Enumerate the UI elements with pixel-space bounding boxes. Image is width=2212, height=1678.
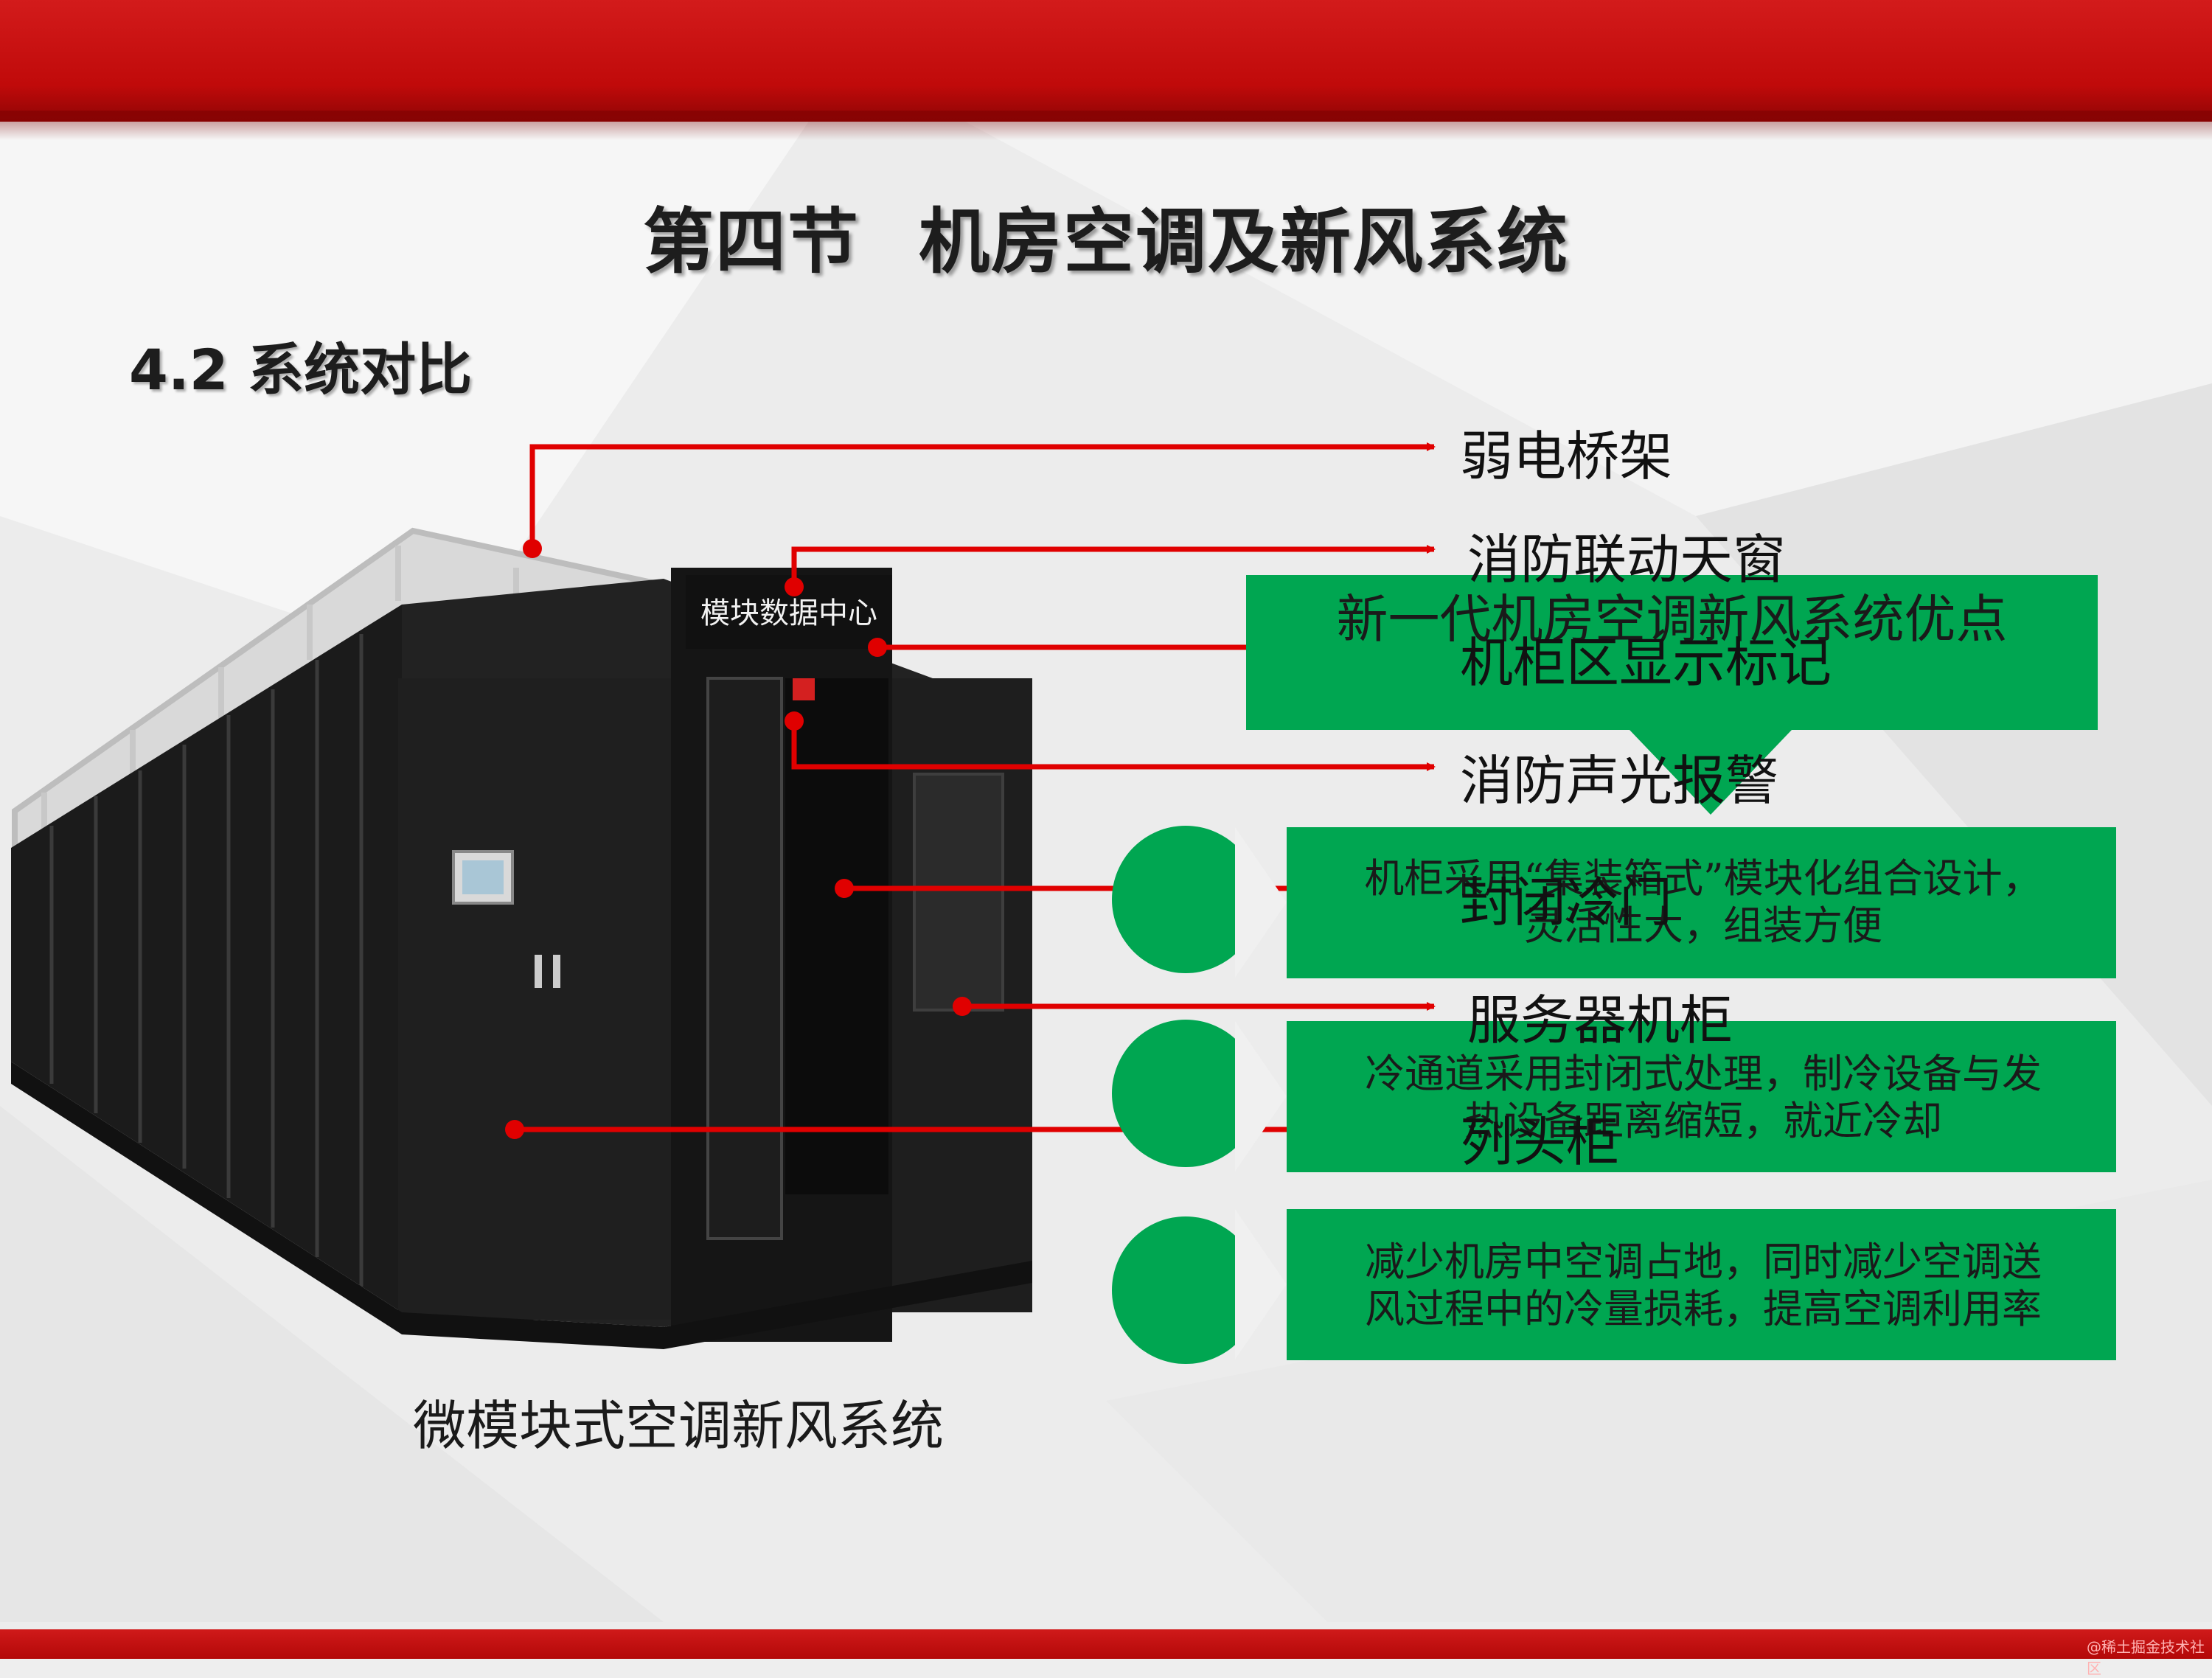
advantage-3-line-1: 减少机房中空调占地，同时减少空调送	[1365, 1239, 2042, 1285]
advantage-2-line-2: 热设备距离缩短，就近冷却	[1464, 1098, 1942, 1144]
advantage-2-text: 冷通道采用封闭式处理，制冷设备与发 热设备距离缩短，就近冷却	[1298, 1051, 2109, 1145]
advantages-header-box	[1246, 575, 2098, 730]
callout-label-cold-door: 封闭冷门	[1460, 871, 1673, 933]
image-caption: 微模块式空调新风系统	[413, 1395, 945, 1457]
advantage-1-box	[1287, 827, 2116, 978]
header-band	[0, 0, 2212, 122]
advantage-3-line-2: 风过程中的冷量损耗，提高空调利用率	[1365, 1286, 2042, 1332]
advantages-header: 新一代机房空调新风系统优点	[1336, 589, 2008, 650]
callout-label-cable-tray: 弱电桥架	[1460, 425, 1673, 487]
cold-aisle-door	[706, 677, 783, 1240]
section-heading: 4.2 系统对比	[129, 337, 473, 403]
door-handle-left	[535, 955, 542, 988]
advantage-1-line-1: 机柜采用“集装箱式”模块化组合设计，	[1364, 855, 2042, 902]
advantage-1-line-2: 灵活性大，组装方便	[1524, 902, 1882, 949]
header-band-shadow	[0, 111, 2212, 140]
callout-label-alarm: 消防声光报警	[1460, 750, 1779, 812]
cabinet-base	[11, 1062, 1032, 1349]
advantage-1-notch	[1235, 827, 1287, 978]
advantage-3-box	[1287, 1209, 2116, 1360]
advantages-header-arrow	[1630, 730, 1792, 815]
advantage-2-notch	[1235, 1021, 1287, 1172]
advantage-2-line-1: 冷通道采用封闭式处理，制冷设备与发	[1365, 1051, 2042, 1097]
title-topic: 机房空调及新风系统	[919, 201, 1569, 283]
alarm-light	[793, 678, 815, 700]
door-handle-right	[553, 955, 560, 988]
arrow-alarm	[791, 721, 1436, 771]
callout-label-column-cabinet: 列头柜	[1460, 1111, 1620, 1173]
slide-title: 第四节机房空调及新风系统	[0, 184, 2212, 287]
advantage-3-bullet	[1112, 1216, 1259, 1364]
footer-band	[0, 1629, 2212, 1659]
advantage-2-bullet	[1112, 1020, 1259, 1167]
watermark: @稀土掘金技术社区	[2087, 1638, 2205, 1677]
title-chapter: 第四节	[643, 201, 860, 283]
callout-label-display-mark: 机柜区显示标记	[1460, 632, 1832, 694]
arrow-cable-tray	[529, 442, 1436, 549]
cabinet-end-panel	[398, 678, 671, 1320]
display-screen-inner	[462, 860, 504, 894]
advantage-1-text: 机柜采用“集装箱式”模块化组合设计， 灵活性大，组装方便	[1298, 855, 2109, 950]
cabinet-door-lines	[49, 634, 364, 1287]
advantage-3-text: 减少机房中空调占地，同时减少空调送 风过程中的冷量损耗，提高空调利用率	[1298, 1239, 2109, 1333]
cabinet-row-side	[11, 605, 402, 1312]
callout-label-server-cabinet: 服务器机柜	[1467, 989, 1733, 1051]
arrow-fire-skylight	[791, 545, 1436, 587]
advantage-2-box	[1287, 1021, 2116, 1172]
advantage-1-bullet	[1112, 826, 1259, 973]
advantage-3-notch	[1235, 1209, 1287, 1360]
sign-text: 模块数据中心	[700, 596, 877, 630]
callout-label-fire-skylight: 消防联动天窗	[1467, 529, 1787, 591]
